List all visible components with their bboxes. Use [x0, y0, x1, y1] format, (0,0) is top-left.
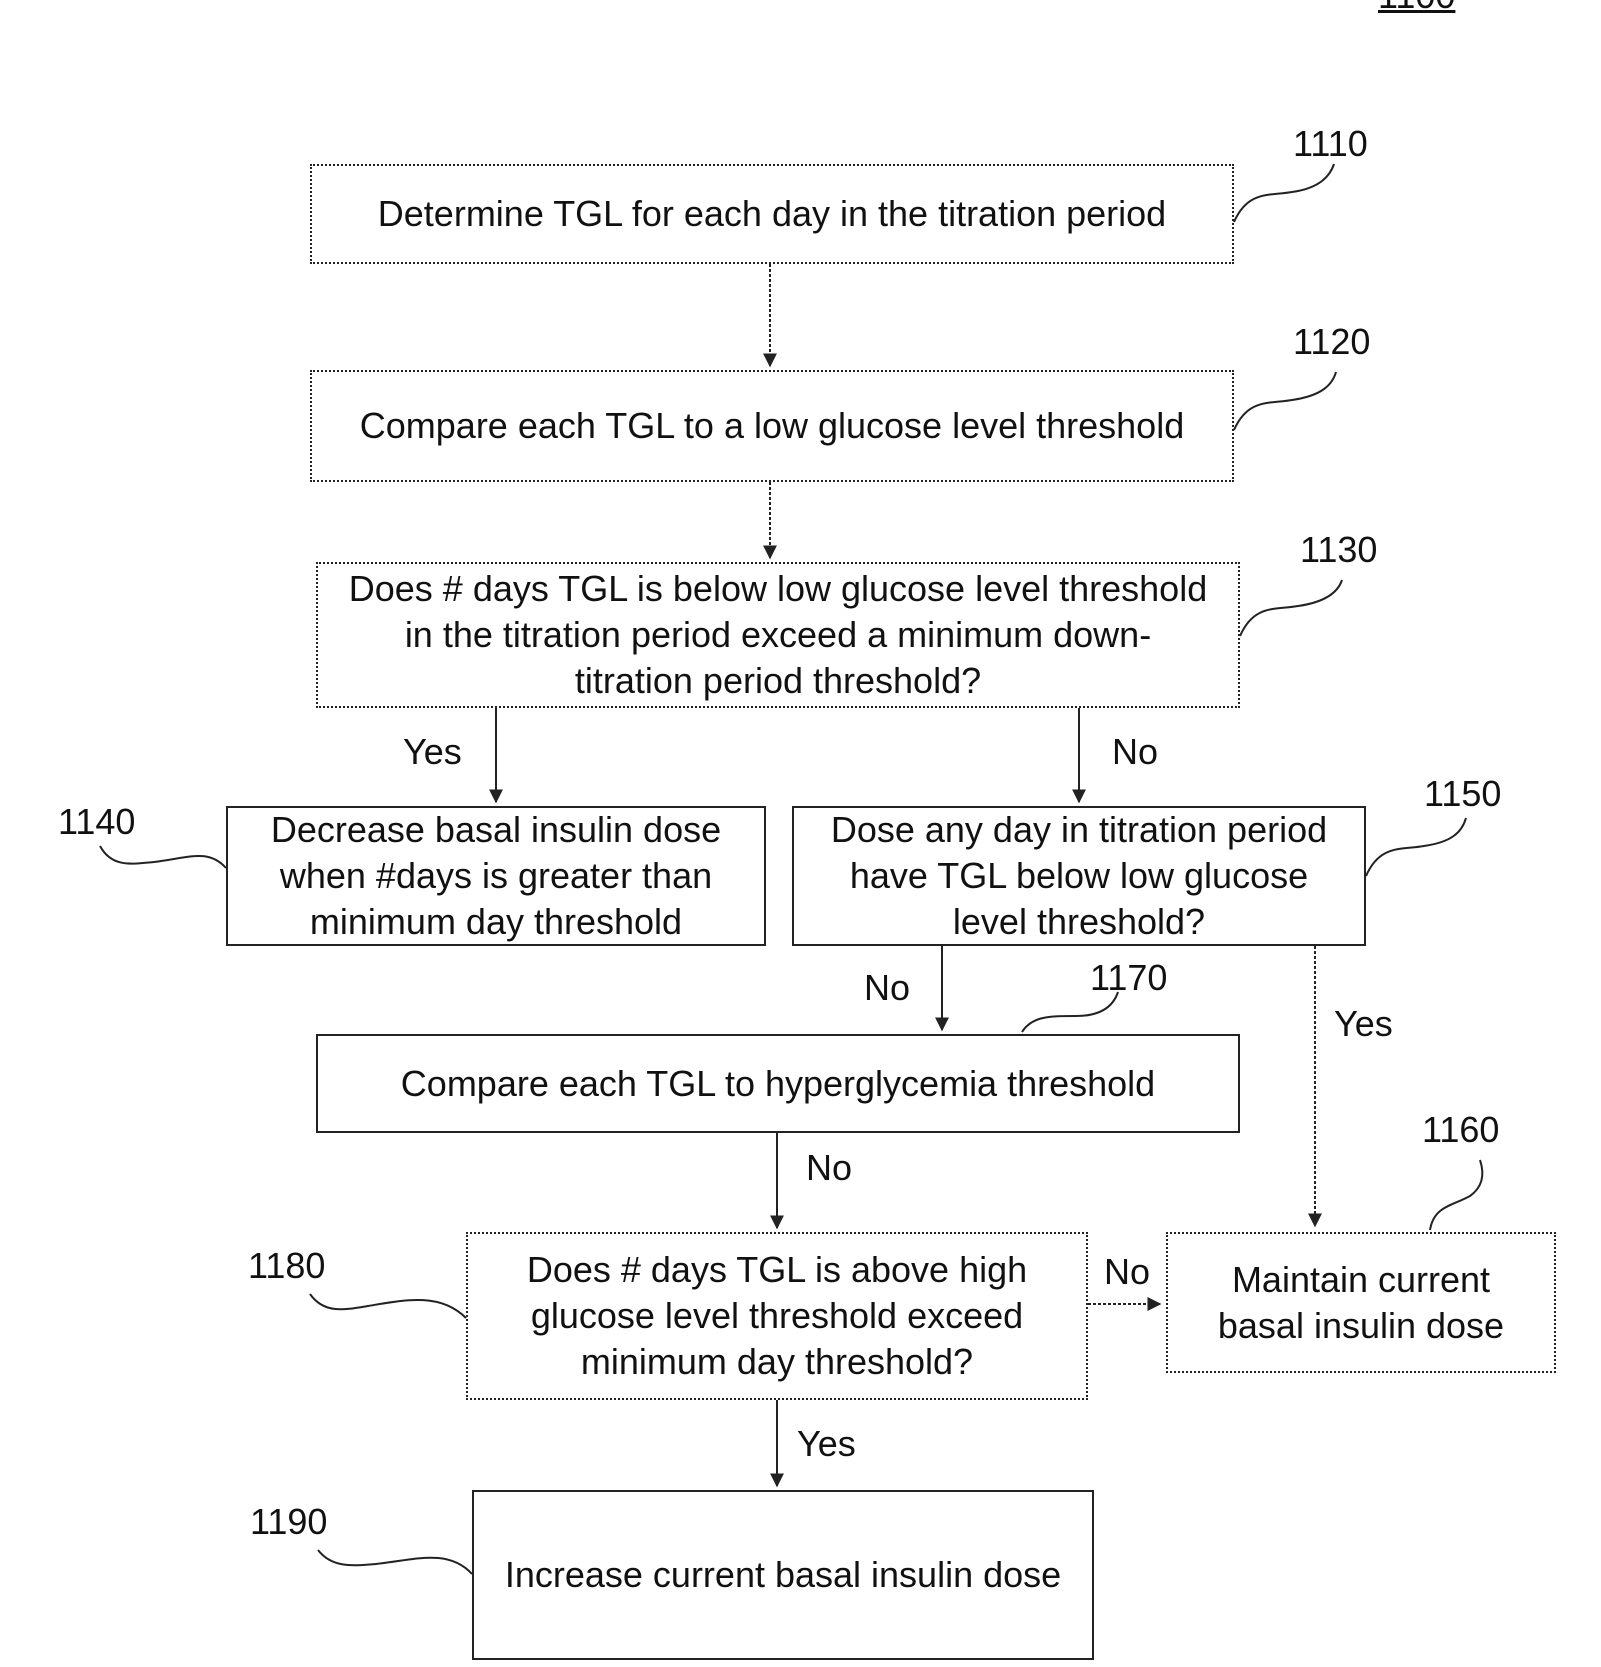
step-1150-box: Dose any day in titration period have TG…: [792, 806, 1366, 946]
step-1140-text: Decrease basal insulin dose when #days i…: [256, 807, 736, 945]
edge-label-1130-yes: Yes: [403, 732, 462, 772]
edge-label-1150-yes: Yes: [1334, 1004, 1393, 1044]
figure-number: 1100: [1378, 0, 1455, 16]
step-1160-box: Maintain current basal insulin dose: [1166, 1232, 1556, 1373]
edge-label-1180-no: No: [1104, 1252, 1150, 1292]
ref-1170: 1170: [1090, 958, 1167, 998]
leader-1140: [100, 846, 226, 868]
ref-1140: 1140: [58, 802, 135, 842]
ref-1160: 1160: [1422, 1110, 1499, 1150]
ref-1190: 1190: [250, 1502, 327, 1542]
leader-1150: [1366, 818, 1466, 876]
step-1170-text: Compare each TGL to hyperglycemia thresh…: [401, 1061, 1155, 1107]
step-1130-box: Does # days TGL is below low glucose lev…: [316, 562, 1240, 708]
leader-1160: [1430, 1160, 1482, 1230]
leader-1170: [1022, 992, 1118, 1032]
step-1160-text: Maintain current basal insulin dose: [1208, 1257, 1514, 1349]
step-1170-box: Compare each TGL to hyperglycemia thresh…: [316, 1034, 1240, 1133]
ref-1180: 1180: [248, 1246, 325, 1286]
step-1180-text: Does # days TGL is above high glucose le…: [508, 1247, 1046, 1385]
leader-1190: [318, 1550, 472, 1574]
step-1120-box: Compare each TGL to a low glucose level …: [310, 370, 1234, 482]
ref-1120: 1120: [1293, 322, 1370, 362]
edge-label-1180-yes: Yes: [797, 1424, 856, 1464]
step-1180-box: Does # days TGL is above high glucose le…: [466, 1232, 1088, 1400]
step-1190-box: Increase current basal insulin dose: [472, 1490, 1094, 1660]
ref-1130: 1130: [1300, 530, 1377, 570]
step-1130-text: Does # days TGL is below low glucose lev…: [348, 566, 1208, 704]
edge-label-1130-no: No: [1112, 732, 1158, 772]
leader-1180: [310, 1294, 466, 1318]
step-1110-box: Determine TGL for each day in the titrat…: [310, 164, 1234, 264]
step-1120-text: Compare each TGL to a low glucose level …: [360, 403, 1184, 449]
leader-1130: [1240, 580, 1342, 636]
step-1140-box: Decrease basal insulin dose when #days i…: [226, 806, 766, 946]
step-1150-text: Dose any day in titration period have TG…: [816, 807, 1342, 945]
leader-1110: [1234, 164, 1334, 222]
step-1110-text: Determine TGL for each day in the titrat…: [378, 191, 1166, 237]
step-1190-text: Increase current basal insulin dose: [505, 1552, 1061, 1598]
leader-1120: [1234, 372, 1336, 430]
edge-label-1150-no: No: [864, 968, 910, 1008]
ref-1110: 1110: [1293, 124, 1368, 164]
ref-1150: 1150: [1424, 774, 1501, 814]
edge-label-1170-no: No: [806, 1148, 852, 1188]
